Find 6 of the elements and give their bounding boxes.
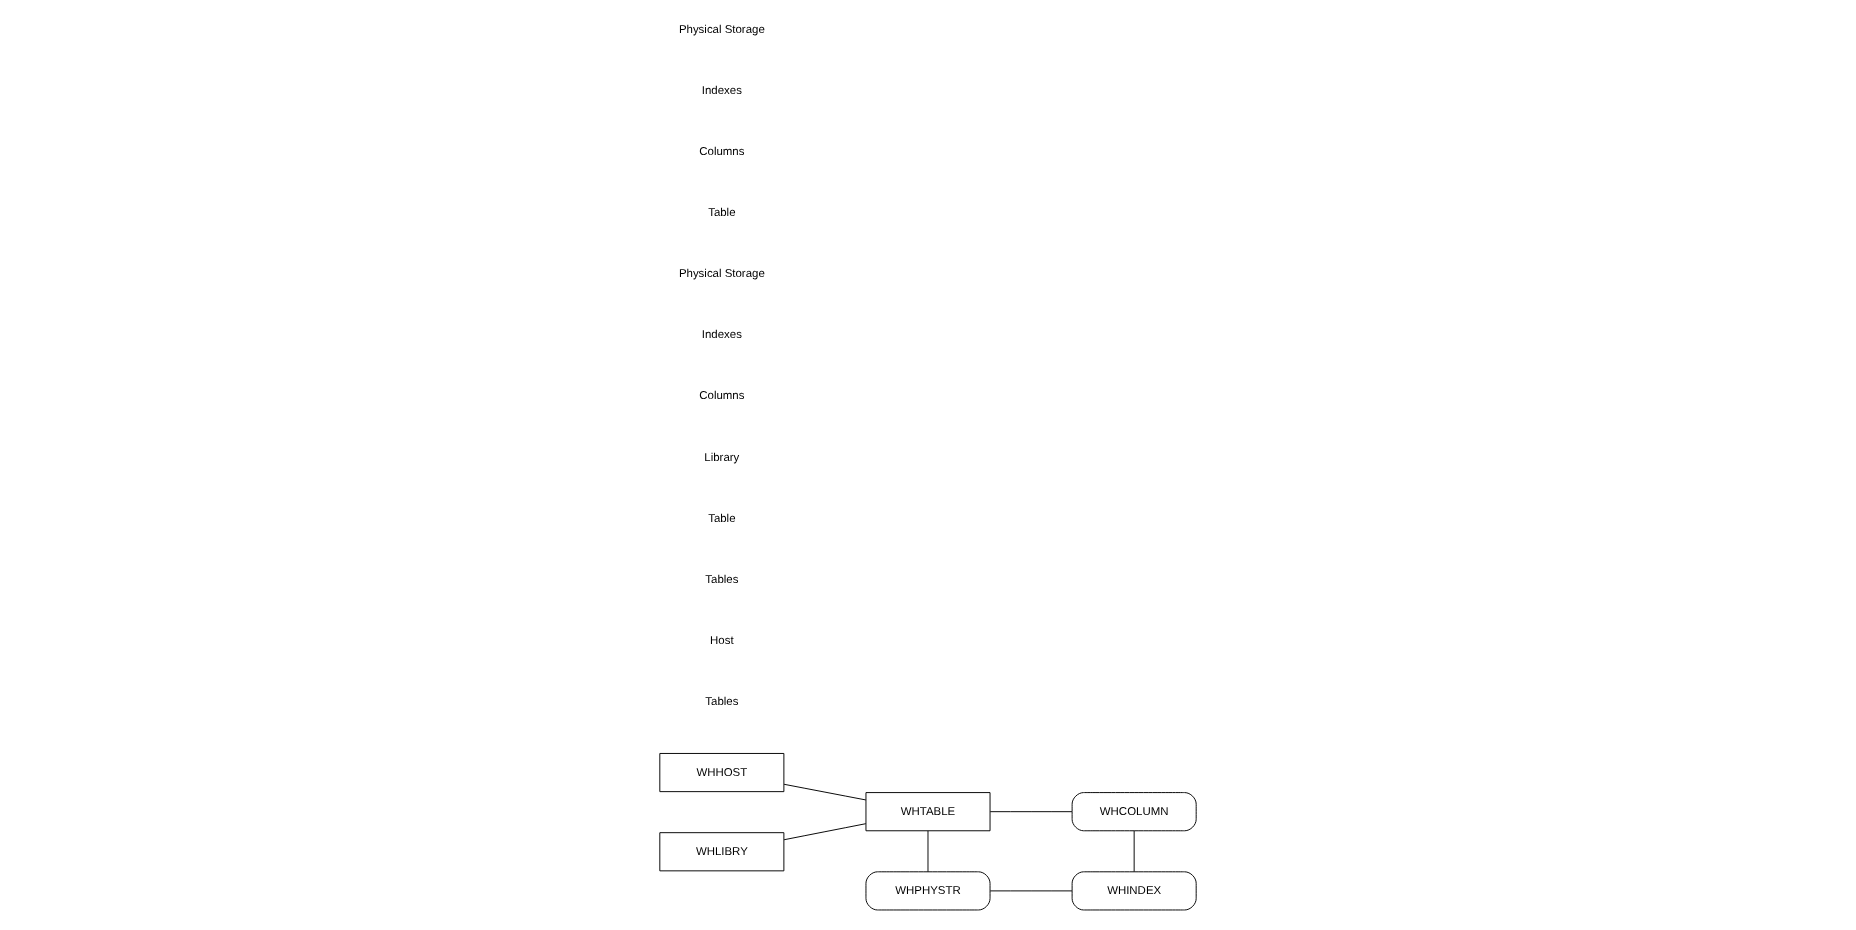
connector — [783, 783, 867, 801]
connector — [783, 823, 867, 841]
connector — [927, 830, 929, 873]
connector — [1133, 830, 1135, 873]
connector — [989, 811, 1073, 813]
connector — [989, 890, 1073, 892]
